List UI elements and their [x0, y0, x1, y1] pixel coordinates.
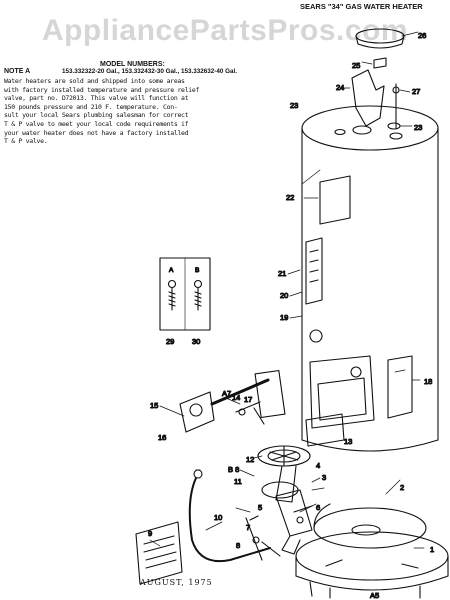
baffle-plate [313, 507, 427, 549]
gas-control-valve [159, 369, 286, 433]
diagram-title: SEARS "34" GAS WATER HEATER [300, 2, 423, 11]
note-line: valve, part no. D72013. This valve will … [4, 94, 189, 103]
note-line: sult your local Sears plumbing salesman … [4, 111, 189, 120]
callout-8: 8 [236, 541, 240, 550]
base-pan [295, 503, 449, 599]
model-numbers-heading: MODEL NUMBERS: [100, 61, 165, 68]
callout-17: 17 [244, 395, 252, 404]
burner-tube [275, 465, 297, 503]
callout-22: 22 [286, 193, 294, 202]
callout-3: 3 [322, 473, 326, 482]
callout-10: 10 [214, 513, 222, 522]
flue-baffle [351, 69, 385, 127]
callout-2: 2 [400, 483, 404, 492]
callout-5: 5 [258, 503, 262, 512]
watermark: AppliancePartsPros.com [41, 14, 409, 47]
note-line: with factory installed temperature and p… [4, 85, 200, 94]
callout-13: 13 [344, 437, 352, 446]
callout-30: 30 [192, 337, 200, 346]
callout-24: 24 [336, 83, 344, 92]
screw-icon [167, 279, 177, 289]
callout-a5: A5 [370, 591, 379, 600]
combustion-chamber-base [295, 531, 449, 581]
callout-26: 26 [418, 31, 426, 40]
thermocouple-tube [188, 477, 271, 562]
callout-15: 15 [150, 401, 158, 410]
note-label: NOTE A [4, 68, 31, 75]
callout-19: 19 [280, 313, 288, 322]
note-line: 150 pounds pressure and 210 F. temperatu… [4, 102, 178, 111]
callout-screw-a: A [169, 267, 174, 274]
callout-21: 21 [278, 269, 286, 278]
baffle-bracket [373, 57, 387, 69]
callout-16: 16 [158, 433, 166, 442]
screw-icon [193, 279, 203, 289]
note-line: T & P valve. [4, 137, 48, 146]
callout-23-right: 23 [414, 123, 422, 132]
callout-9: 9 [148, 529, 152, 538]
thermocouple-nut [193, 469, 203, 479]
callout-leaders [149, 169, 425, 549]
note-text: Water heaters are sold and shipped into … [4, 77, 272, 146]
callout-a7: A7 [222, 389, 231, 398]
main-burner [245, 445, 325, 561]
callout-27: 27 [412, 87, 420, 96]
date-label: AUGUST, 1975 [140, 578, 213, 587]
callout-18: 18 [424, 377, 432, 386]
lighting-label [135, 521, 183, 585]
callout-6: 6 [316, 503, 320, 512]
callout-1: 1 [430, 545, 434, 554]
water-heater-tank [287, 105, 439, 452]
callout-14: 14 [232, 393, 240, 402]
instruction-label [305, 237, 323, 305]
draft-hood-assembly [339, 28, 419, 130]
callout-20: 20 [280, 291, 288, 300]
mounting-bracket [254, 369, 286, 419]
control-knob [189, 403, 203, 417]
callout-25: 25 [352, 61, 360, 70]
tank-fitting [309, 329, 323, 343]
note-line: your water heater does not have a factor… [4, 128, 189, 137]
thermostat-body [179, 391, 215, 433]
inner-door [305, 413, 345, 447]
outer-door [387, 355, 413, 419]
callout-11: 11 [234, 477, 242, 486]
callout-29: 29 [166, 337, 174, 346]
screws-inset [159, 257, 211, 331]
draft-hood-cap [355, 28, 405, 44]
model-numbers-list: 153.332322-20 Gal., 153.332432-30 Gal., … [62, 68, 238, 75]
callout-b8: B 8 [228, 465, 239, 474]
rating-plate [319, 175, 351, 225]
callout-screw-b: B [195, 267, 199, 274]
callout-23-left: 23 [290, 101, 298, 110]
callout-12: 12 [246, 455, 254, 464]
access-opening [309, 355, 375, 429]
callout-4: 4 [316, 461, 320, 470]
note-line: Water heaters are sold and shipped into … [4, 77, 185, 85]
callout-7: 7 [246, 523, 250, 532]
note-line: T & P valve to meet your local code requ… [4, 119, 189, 128]
